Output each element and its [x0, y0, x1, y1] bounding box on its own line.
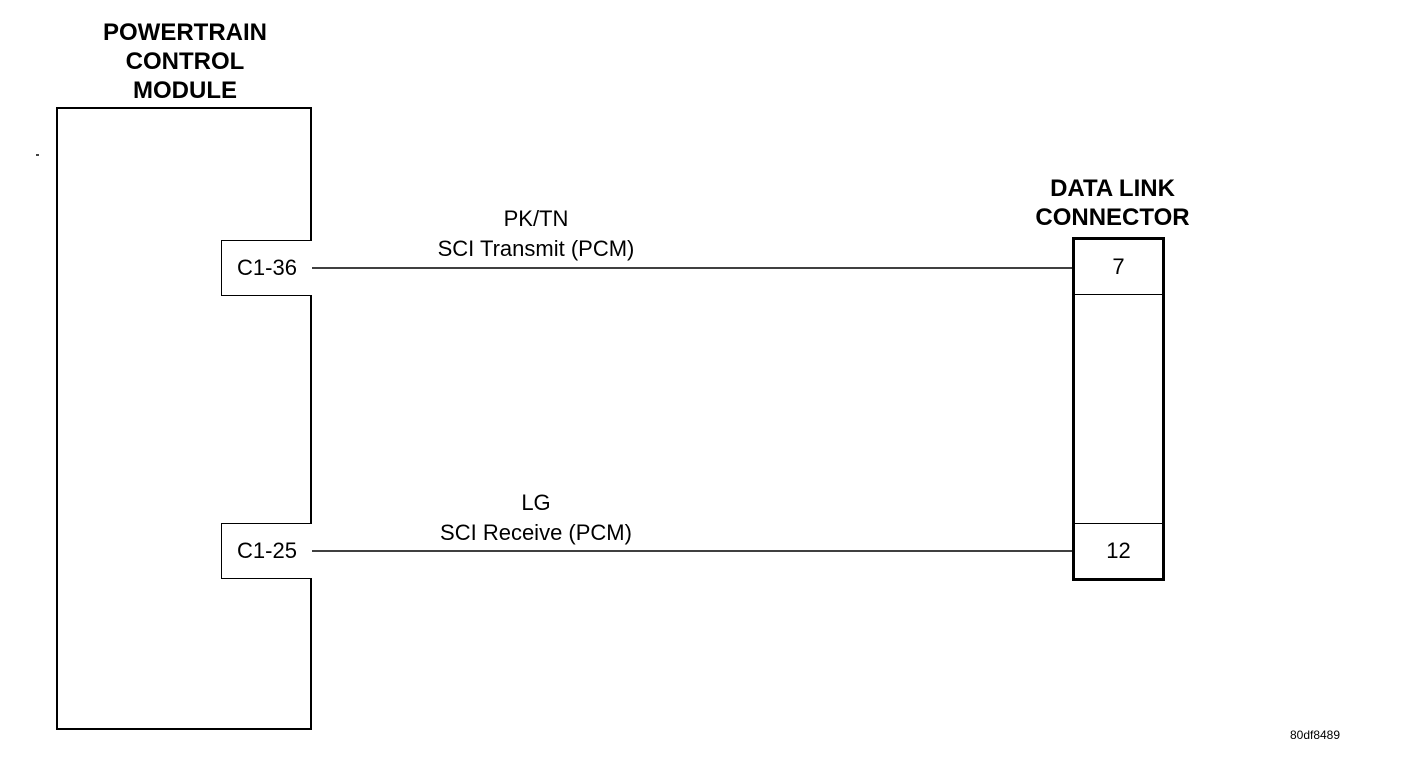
scan-speck [36, 154, 39, 156]
pcm-title-line: POWERTRAIN [103, 19, 267, 46]
wire-color-code: LG [521, 490, 551, 515]
dlc-connector-box [1072, 237, 1165, 581]
pcm-module-box [56, 107, 312, 730]
dlc-title-line: CONNECTOR [1035, 204, 1190, 231]
wire-signal-name: SCI Transmit (PCM) [437, 236, 635, 261]
figure-id: 80df8489 [1289, 728, 1341, 742]
wire-transmit-label: PK/TN SCI Transmit (PCM) [386, 204, 686, 264]
pcm-pin-c1-25: C1-25 [221, 523, 312, 579]
dlc-pin-12: 12 [1075, 523, 1162, 578]
dlc-pin-7: 7 [1075, 240, 1162, 295]
wire-receive-label: LG SCI Receive (PCM) [386, 488, 686, 548]
pcm-title-line: MODULE [133, 77, 237, 104]
pcm-title-line: CONTROL [125, 48, 245, 75]
wire-color-code: PK/TN [503, 206, 569, 231]
wire-signal-name: SCI Receive (PCM) [440, 520, 632, 545]
pcm-title: POWERTRAIN CONTROL MODULE [60, 18, 310, 105]
pcm-pin-c1-36: C1-36 [221, 240, 312, 296]
dlc-title: DATA LINK CONNECTOR [1010, 174, 1215, 232]
dlc-title-line: DATA LINK [1050, 175, 1175, 202]
